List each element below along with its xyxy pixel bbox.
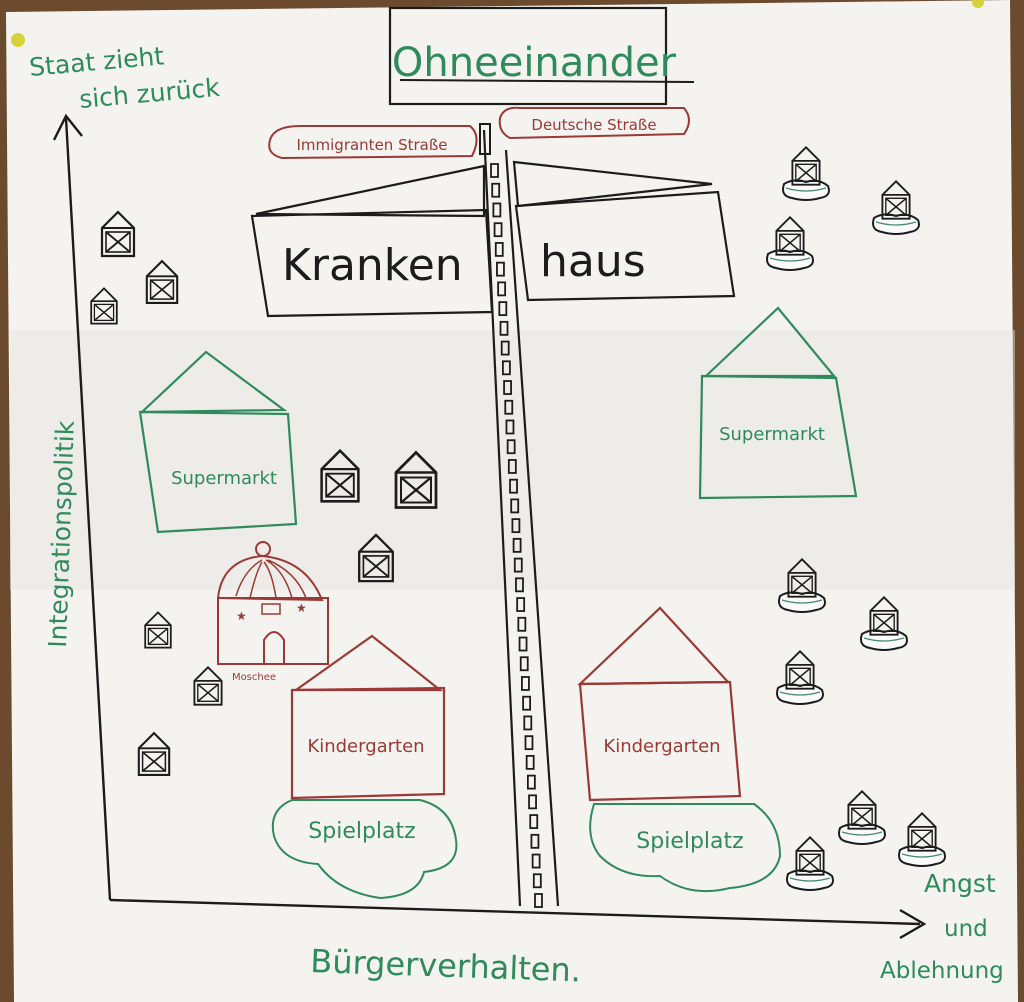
playground-left: [271, 799, 458, 900]
road-dash: [523, 715, 533, 731]
svg-text:Deutsche Straße: Deutsche Straße: [531, 116, 656, 134]
title-box: [388, 6, 668, 106]
road-dash: [505, 419, 515, 435]
hospital-label-left: Kranken: [282, 240, 463, 291]
road-dash: [497, 281, 507, 297]
mosque: ★ ★: [216, 541, 329, 665]
street-sign-left: Immigranten Straße: [268, 125, 478, 160]
road-dash: [499, 320, 509, 336]
svg-text:★: ★: [296, 601, 307, 615]
road-dash: [530, 833, 540, 849]
road-dash: [496, 261, 505, 277]
svg-text:Immigranten Straße: Immigranten Straße: [296, 136, 447, 154]
road-dash: [532, 873, 542, 889]
road-dash: [515, 577, 524, 593]
kindergarten-right-label: Kindergarten: [603, 736, 720, 757]
road-dash: [529, 814, 539, 829]
playground-right: [589, 803, 782, 893]
mosque-label: Moschee: [232, 672, 276, 683]
supermarket-left: [138, 350, 298, 534]
hospital-label-right: haus: [540, 236, 646, 287]
road-dash: [500, 340, 510, 356]
road-dash: [517, 616, 527, 632]
road-dash: [521, 676, 530, 691]
road-dash: [519, 656, 529, 672]
road-dash: [491, 182, 501, 198]
road-dash: [493, 222, 503, 238]
x-axis-end-line2: und: [944, 916, 988, 942]
supermarket-right: [698, 306, 858, 500]
road-dash: [516, 597, 526, 612]
x-axis-label: Bürgerverhalten.: [310, 942, 582, 989]
title-text: Ohneeinander: [392, 40, 677, 86]
kindergarten-left: [290, 634, 446, 800]
hospital-sign: [250, 160, 736, 318]
road-dash: [490, 163, 499, 178]
road-dash: [512, 537, 522, 553]
road-dash: [492, 202, 502, 218]
road-dash: [506, 439, 516, 455]
road-dash: [509, 478, 518, 494]
road-dash: [511, 518, 521, 534]
axes: [52, 113, 927, 940]
kindergarten-right: [577, 606, 742, 802]
street-sign-right: Deutsche Straße: [498, 106, 690, 140]
road-dash: [518, 636, 528, 652]
pin-right-icon: [972, 0, 984, 8]
road-dash: [528, 794, 537, 810]
road: [482, 129, 560, 908]
playground-left-label: Spielplatz: [308, 819, 415, 844]
pin-left-icon: [11, 33, 25, 47]
playground-right-label: Spielplatz: [636, 829, 743, 854]
svg-text:★: ★: [236, 609, 247, 623]
road-dash: [503, 380, 512, 395]
road-dash: [498, 301, 508, 317]
kindergarten-left-label: Kindergarten: [307, 736, 424, 757]
road-dash: [494, 242, 504, 257]
road-dash: [507, 459, 517, 474]
supermarket-right-label: Supermarkt: [719, 424, 825, 445]
road-dash: [525, 754, 535, 770]
road-dash: [526, 774, 536, 790]
x-axis-end-line1: Angst: [924, 869, 996, 898]
road-dash: [524, 735, 534, 751]
x-axis-end-line3: Ablehnung: [880, 958, 1004, 984]
road-dash: [501, 360, 511, 376]
road-dash: [513, 557, 523, 573]
road-dash: [531, 853, 541, 869]
road-dash: [504, 399, 514, 415]
supermarket-left-label: Supermarkt: [171, 468, 277, 489]
road-dash: [510, 498, 520, 514]
road-dash: [534, 893, 543, 908]
road-dash: [522, 695, 532, 711]
